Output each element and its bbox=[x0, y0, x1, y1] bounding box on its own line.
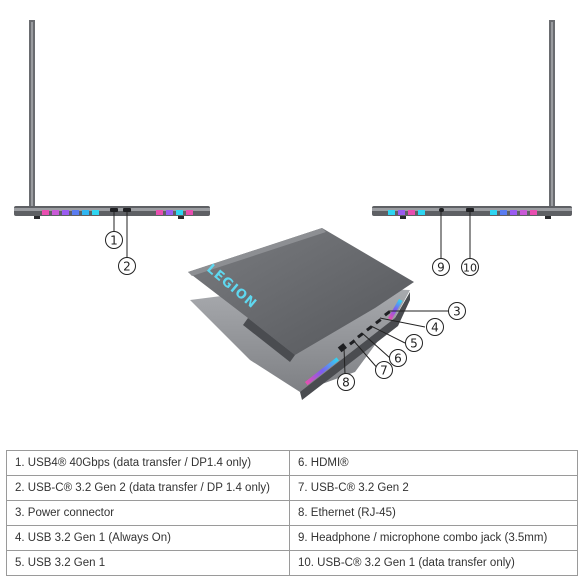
callout-6: 6 bbox=[389, 349, 407, 367]
callout-4-label: 4 bbox=[431, 321, 439, 335]
table-row: 4. USB 3.2 Gen 1 (Always On) 9. Headphon… bbox=[6, 525, 578, 551]
port-legend-table: 1. USB4® 40Gbps (data transfer / DP1.4 o… bbox=[6, 450, 578, 576]
rear-port-8 bbox=[337, 343, 347, 353]
callout-10: 10 bbox=[461, 258, 479, 276]
port-legend-cell: 8. Ethernet (RJ-45) bbox=[289, 500, 578, 526]
callout-2: 2 bbox=[118, 257, 136, 275]
callout-leaders bbox=[113, 212, 471, 375]
port-legend-cell: 4. USB 3.2 Gen 1 (Always On) bbox=[6, 525, 290, 551]
table-row: 2. USB-C® 3.2 Gen 2 (data transfer / DP … bbox=[6, 475, 578, 501]
rear-port-3 bbox=[384, 310, 391, 317]
callout-1-label: 1 bbox=[110, 234, 118, 248]
callout-9-label: 9 bbox=[437, 261, 445, 275]
table-row: 5. USB 3.2 Gen 1 10. USB-C® 3.2 Gen 1 (d… bbox=[6, 550, 578, 576]
left-port-1 bbox=[110, 208, 118, 212]
rear-rgb-strip bbox=[305, 298, 403, 386]
callout-8: 8 bbox=[337, 373, 355, 391]
callout-6-label: 6 bbox=[394, 352, 402, 366]
rear-port-6 bbox=[357, 332, 364, 339]
port-diagram: LEGION 1 2 9 bbox=[14, 20, 572, 400]
left-port-2 bbox=[123, 208, 131, 212]
port-legend-cell: 1. USB4® 40Gbps (data transfer / DP1.4 o… bbox=[6, 450, 290, 476]
callout-5: 5 bbox=[405, 334, 423, 352]
callout-5-label: 5 bbox=[410, 337, 418, 351]
port-legend-cell: 5. USB 3.2 Gen 1 bbox=[6, 550, 290, 576]
callout-9: 9 bbox=[432, 258, 450, 276]
callout-4: 4 bbox=[426, 318, 444, 336]
laptop-rear-view: LEGION bbox=[188, 228, 414, 400]
callout-1: 1 bbox=[105, 231, 123, 249]
port-legend-cell: 9. Headphone / microphone combo jack (3.… bbox=[289, 525, 578, 551]
right-port-10 bbox=[466, 208, 474, 212]
port-legend-cell: 6. HDMI® bbox=[289, 450, 578, 476]
left-view-rgb-strip bbox=[42, 210, 193, 215]
callout-10-label: 10 bbox=[463, 262, 477, 275]
port-legend-cell: 10. USB-C® 3.2 Gen 1 (data transfer only… bbox=[289, 550, 578, 576]
callout-2-label: 2 bbox=[123, 260, 131, 274]
laptop-left-side-view bbox=[14, 20, 210, 219]
rear-port-4 bbox=[375, 318, 382, 325]
rear-port-5 bbox=[366, 325, 373, 332]
laptop-right-side-view bbox=[372, 20, 572, 219]
callout-7: 7 bbox=[375, 361, 393, 379]
table-row: 3. Power connector 8. Ethernet (RJ-45) bbox=[6, 500, 578, 526]
laptop-lid bbox=[188, 228, 414, 355]
rear-edge bbox=[300, 292, 410, 400]
laptop-hinge bbox=[243, 318, 295, 362]
right-view-rgb-strip bbox=[388, 210, 537, 215]
port-legend-cell: 7. USB-C® 3.2 Gen 2 bbox=[289, 475, 578, 501]
port-legend-cell: 2. USB-C® 3.2 Gen 2 (data transfer / DP … bbox=[6, 475, 290, 501]
callout-8-label: 8 bbox=[342, 376, 350, 390]
callout-3-label: 3 bbox=[453, 305, 461, 319]
callout-7-label: 7 bbox=[380, 364, 388, 378]
table-row: 1. USB4® 40Gbps (data transfer / DP1.4 o… bbox=[6, 450, 578, 476]
right-port-9 bbox=[439, 208, 444, 212]
port-legend-cell: 3. Power connector bbox=[6, 500, 290, 526]
callout-3: 3 bbox=[448, 302, 466, 320]
